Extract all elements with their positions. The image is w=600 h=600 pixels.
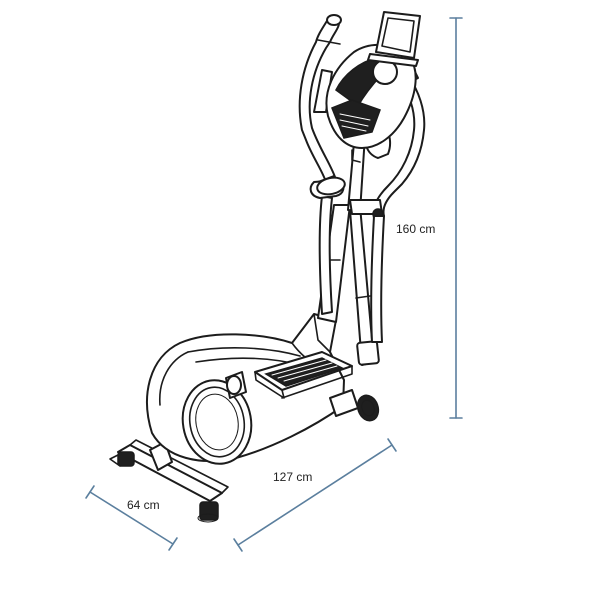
left-foot-cap	[117, 451, 135, 467]
elliptical-trainer-illustration	[109, 11, 426, 523]
dimension-height: 160 cm	[396, 17, 463, 419]
width-tick-right	[168, 537, 178, 551]
height-label: 160 cm	[396, 222, 435, 236]
width-tick-left	[85, 485, 95, 499]
console	[325, 43, 417, 163]
length-tick-left	[233, 538, 243, 552]
length-dimension-line	[237, 444, 393, 546]
rear-stabilizer	[109, 439, 229, 523]
tablet-holder	[367, 11, 421, 67]
dimension-length: 127 cm	[233, 438, 397, 552]
length-label: 127 cm	[273, 470, 312, 484]
width-dimension-line	[89, 491, 174, 545]
left-swing-arm	[309, 176, 346, 315]
width-label: 64 cm	[127, 498, 160, 512]
length-tick-right	[387, 438, 397, 452]
right-swing-arm	[349, 199, 385, 343]
front-axle-knob	[329, 389, 380, 422]
crank-arm	[225, 371, 247, 399]
right-foot-cap	[199, 501, 219, 521]
dimension-width: 64 cm	[85, 485, 178, 551]
flywheel-cover	[181, 379, 253, 465]
pedal-platform	[254, 351, 353, 399]
